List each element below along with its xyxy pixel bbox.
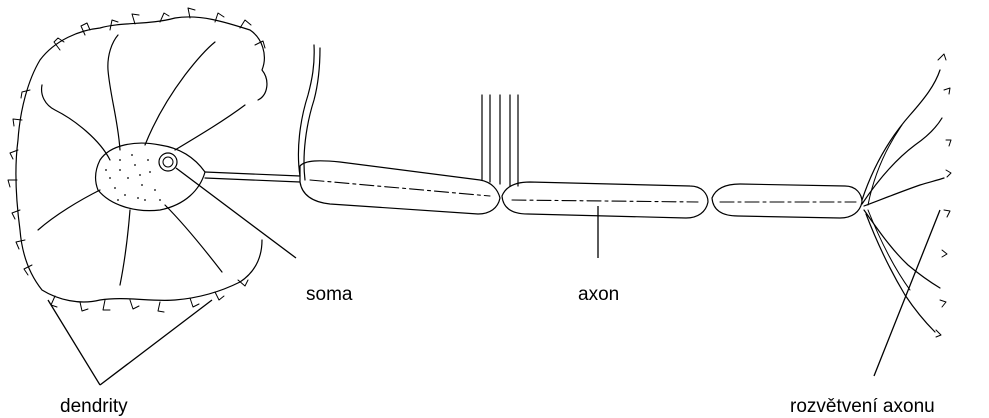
label-soma: soma [306, 284, 353, 305]
axon-initial-segment [205, 172, 300, 182]
dendrite-trunk-5 [38, 190, 100, 230]
soma-stippling [105, 154, 161, 201]
label-axon: axon [578, 284, 619, 305]
dendrite-trunk-2 [108, 35, 120, 150]
node-collateral [482, 95, 518, 186]
nucleolus [163, 157, 173, 167]
myelin-segment-1 [300, 161, 500, 214]
leader-dendrity-right [100, 300, 212, 385]
cell-body-group [8, 8, 267, 312]
label-branching: rozvětvení axonu [790, 396, 935, 417]
dendrite-fringe-top [54, 8, 265, 50]
myelin-segment-3 [712, 184, 862, 218]
dendrite-fringe-bottom [51, 280, 248, 312]
myelin-segment-2 [502, 182, 708, 218]
dendrite-trunk-7 [165, 205, 222, 272]
axon-collateral-left [298, 45, 320, 180]
dendrite-trunk-3 [145, 42, 215, 145]
dendrite-trunk-4 [175, 105, 245, 150]
nucleus [159, 153, 177, 171]
dendritic-arbor-outline [16, 17, 267, 302]
leader-branching [874, 210, 940, 376]
label-dendrity: dendrity [60, 396, 128, 417]
dendrite-trunk-1 [42, 85, 110, 160]
leader-dendrity-left [48, 300, 100, 385]
dendrite-trunk-6 [120, 210, 130, 285]
